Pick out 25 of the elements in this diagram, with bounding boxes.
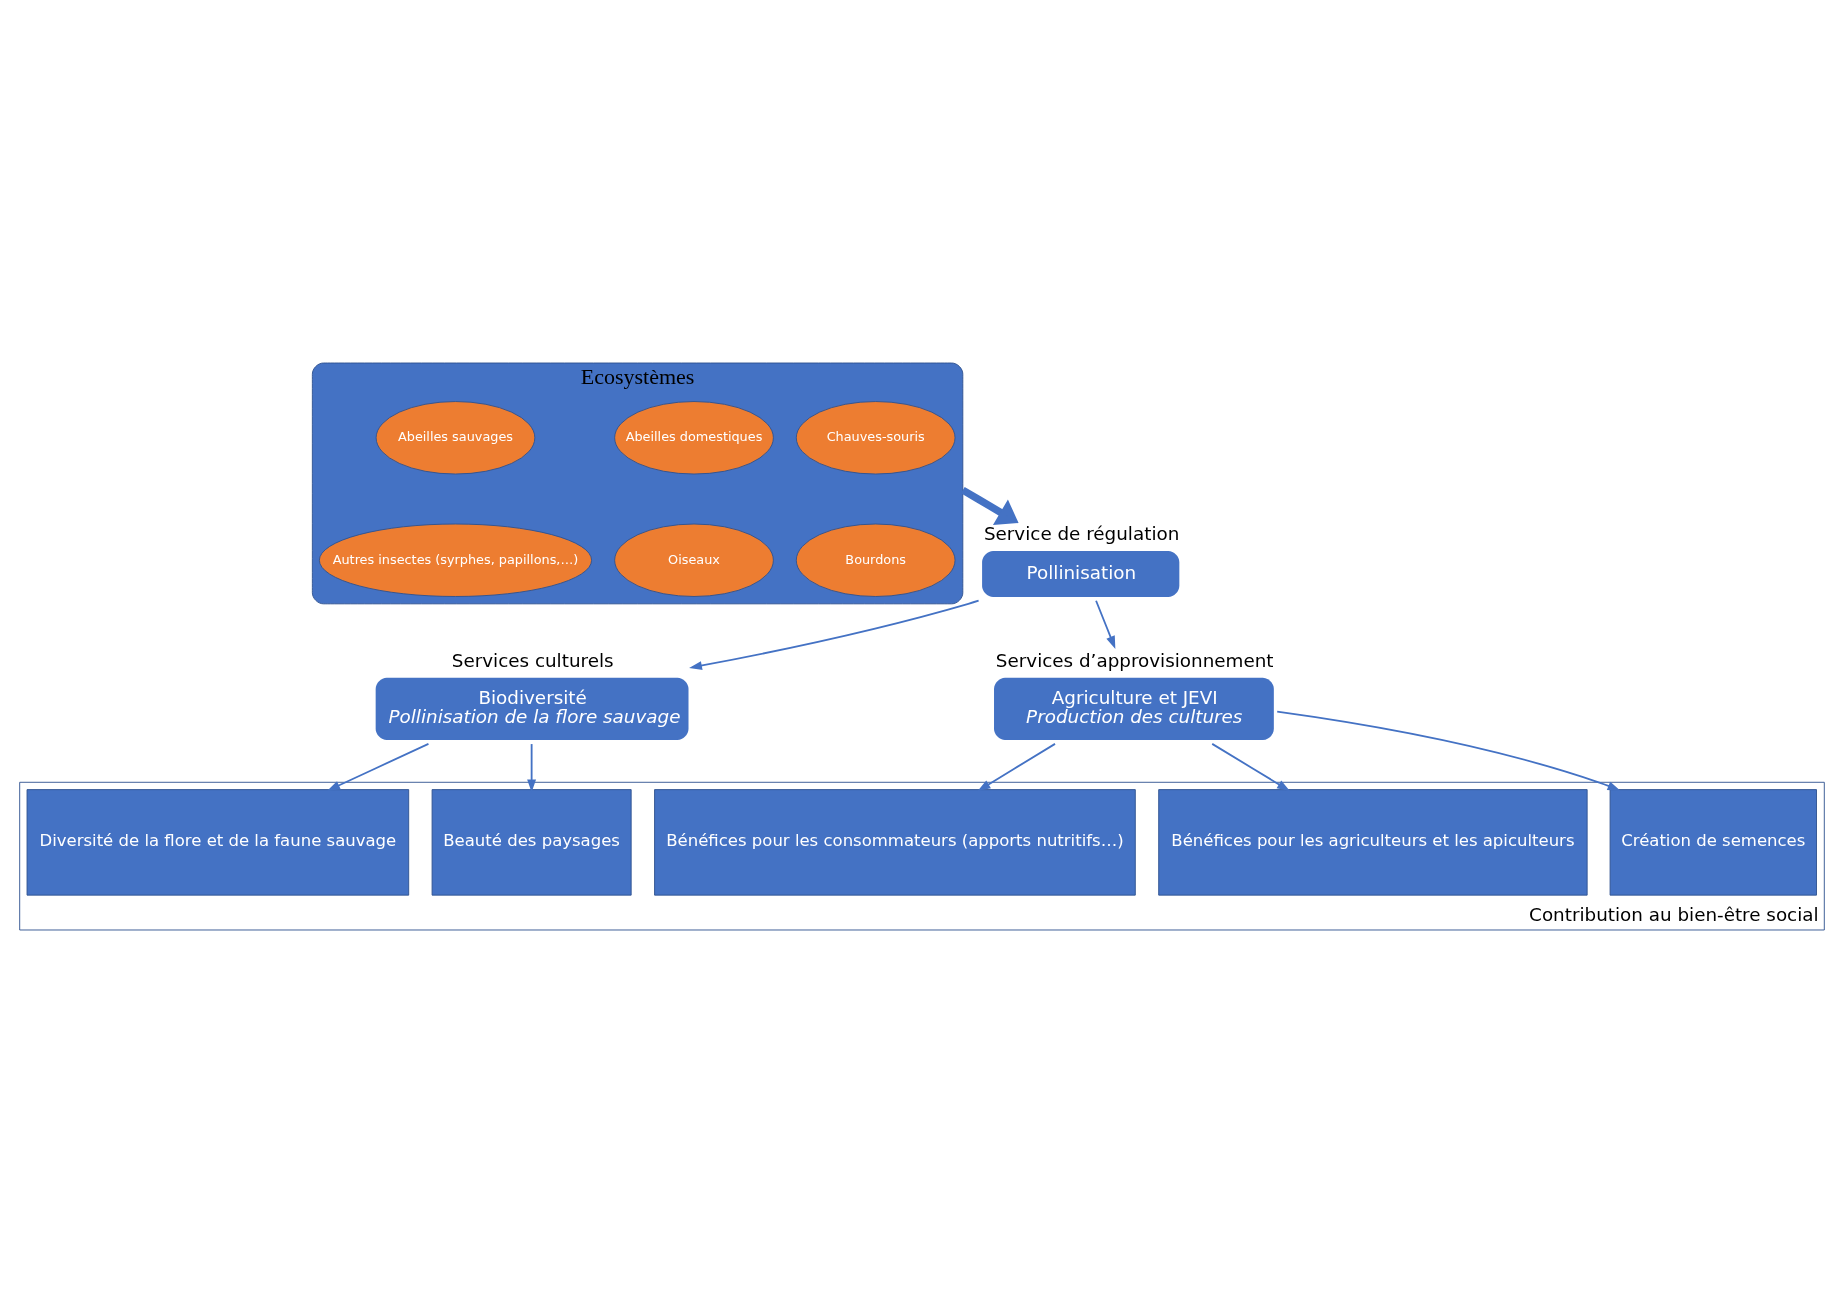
node-box: Bénéfices pour les consommateurs (apports nutritifs…) (654, 788, 1136, 896)
node-label: Services culturels (451, 649, 614, 671)
node-box: Diversité de la flore et de la faune sauvage (26, 788, 410, 896)
node-box: Biodiversité Pollinisation de la flore sauvage (375, 677, 689, 740)
arrow (527, 742, 537, 792)
node-label: Services d’approvisionnement (995, 649, 1274, 671)
node-box: Agriculture et JEVI Production des cultures (994, 677, 1274, 740)
arrow (1095, 599, 1116, 649)
arrow (1211, 742, 1290, 791)
node-ellipse: Chauves-souris (795, 400, 956, 474)
node-ellipse: Bourdons (795, 523, 956, 597)
node-box: Beauté des paysages (431, 788, 632, 896)
arrow (1276, 710, 1621, 791)
node-ellipse: Abeilles sauvages (375, 400, 536, 474)
node-ellipse: Autres insectes (syrphes, papillons,…) (318, 523, 593, 597)
node-box: Pollinisation (982, 550, 1180, 597)
node-box: Bénéfices pour les agriculteurs et les apiculteurs (1158, 788, 1588, 896)
node-ellipse: Abeilles domestiques (614, 400, 774, 474)
arrow (977, 742, 1056, 791)
node-label: Service de régulation (983, 522, 1180, 544)
arrow (960, 486, 1019, 525)
node-box: Création de semences (1609, 788, 1817, 896)
arrow (327, 742, 430, 791)
arrow (689, 599, 980, 670)
node-ellipse: Oiseaux (614, 523, 774, 597)
